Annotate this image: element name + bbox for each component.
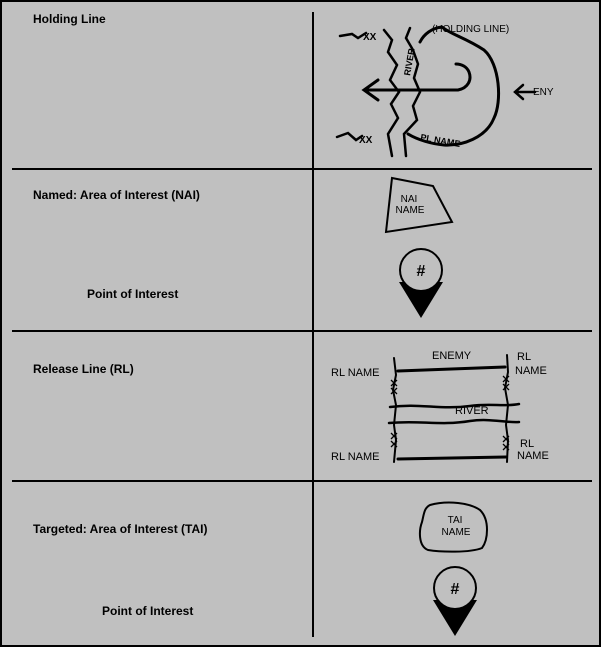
row-divider bbox=[12, 330, 592, 332]
eny-label: ENY bbox=[533, 87, 554, 98]
eny-arrow-icon bbox=[513, 83, 537, 101]
boundary-bottom bbox=[335, 131, 364, 142]
rl-name-bottom-left: RL NAME bbox=[331, 451, 380, 463]
right-boundary bbox=[503, 354, 510, 463]
holding-line-symbol bbox=[335, 25, 537, 158]
xx-top-label: XX bbox=[363, 32, 377, 43]
left-boundary bbox=[391, 357, 398, 463]
boundary-top bbox=[338, 31, 368, 40]
enemy-label: ENEMY bbox=[432, 350, 472, 362]
row-divider bbox=[12, 480, 592, 482]
tai-name-line2: NAME bbox=[442, 527, 471, 538]
tai-area-shape bbox=[418, 501, 488, 553]
tai-point-number: # bbox=[451, 581, 460, 598]
holding-line-path bbox=[406, 25, 501, 147]
nai-point-of-interest-icon bbox=[399, 248, 443, 318]
release-line-symbol bbox=[387, 354, 521, 463]
tai-point-of-interest-label: Point of Interest bbox=[102, 604, 194, 618]
enemy-attack-arrow-shaft bbox=[364, 62, 472, 92]
nai-point-number: # bbox=[417, 263, 426, 280]
column-divider bbox=[312, 12, 314, 637]
nai-point-of-interest-label: Point of Interest bbox=[87, 287, 179, 301]
river-left-bank bbox=[382, 28, 401, 158]
nai-name-line1: NAI bbox=[401, 194, 418, 205]
rl-top-right-line2: NAME bbox=[515, 365, 547, 377]
nai-name-line2: NAME bbox=[396, 205, 425, 216]
rl-bottom-right-line1: RL bbox=[520, 438, 534, 450]
nai-area-polygon bbox=[384, 176, 454, 234]
release-line-label: Release Line (RL) bbox=[33, 362, 134, 376]
river-label: RIVER bbox=[402, 47, 417, 76]
rl-river-label: RIVER bbox=[455, 405, 489, 417]
xx-bottom-label: XX bbox=[359, 135, 373, 146]
tai-label: Targeted: Area of Interest (TAI) bbox=[33, 522, 208, 536]
rl-name-top-left: RL NAME bbox=[331, 367, 380, 379]
nai-label: Named: Area of Interest (NAI) bbox=[33, 188, 200, 202]
river-bank-bottom bbox=[387, 418, 521, 425]
tai-point-of-interest-icon bbox=[433, 566, 477, 636]
row-divider bbox=[12, 168, 592, 170]
tai-name-line1: TAI bbox=[448, 515, 463, 526]
river-bank-top bbox=[388, 402, 521, 409]
enemy-attack-arrowhead-icon bbox=[361, 78, 380, 102]
river-right-bank bbox=[402, 26, 422, 158]
release-line-bottom bbox=[396, 455, 508, 461]
holding-line-text: (HOLDING LINE) bbox=[432, 24, 509, 35]
rl-top-right-line1: RL bbox=[517, 351, 531, 363]
release-line-top bbox=[396, 365, 507, 373]
boundary-x-marks bbox=[390, 375, 510, 451]
pl-name-label: PL NAME bbox=[420, 132, 461, 149]
rl-bottom-right-line2: NAME bbox=[517, 450, 549, 462]
holding-line-label: Holding Line bbox=[33, 12, 106, 26]
